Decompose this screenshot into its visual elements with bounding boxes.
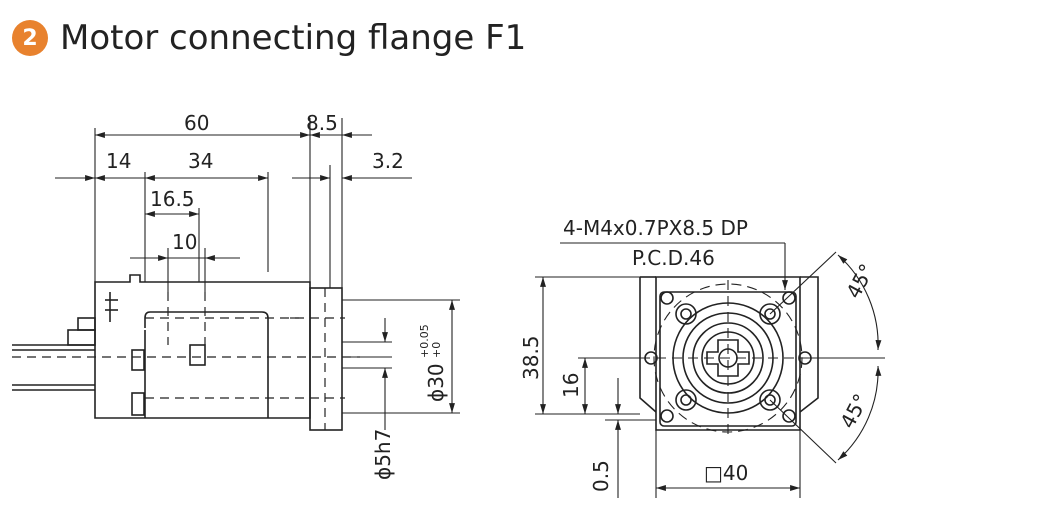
dim-square-40: □40 [704, 461, 748, 485]
dim-10: 10 [172, 230, 197, 254]
dim-16-5: 16.5 [150, 187, 195, 211]
hole-spec-label: 4-M4x0.7PX8.5 DP [563, 216, 748, 240]
side-view-hidden-lines [12, 288, 360, 430]
side-view-extension-lines [94, 118, 460, 414]
dim-38-5: 38.5 [519, 335, 543, 380]
dim-3-2: 3.2 [372, 149, 404, 173]
dim-60: 60 [184, 111, 209, 135]
angle-top-label: 45° [841, 260, 879, 303]
angle-bottom-label: 45° [835, 390, 873, 433]
dim-16: 16 [559, 373, 583, 398]
section-number-badge: 2 [12, 20, 48, 56]
front-view [639, 276, 819, 431]
section-title-text: Motor connecting flange F1 [60, 18, 527, 58]
dim-phi5h7: ϕ5h7 [371, 429, 395, 480]
side-view-dimensions [55, 132, 455, 430]
dim-14: 14 [106, 149, 131, 173]
dim-phi30-tol-lower: +0 [430, 342, 443, 358]
side-view [12, 274, 343, 431]
dim-8-5: 8.5 [306, 111, 338, 135]
pcd-label: P.C.D.46 [632, 246, 715, 270]
front-view-dimensions [535, 242, 885, 498]
dim-0-5: 0.5 [589, 460, 613, 492]
dim-phi30: ϕ30 [424, 363, 448, 402]
dim-phi30-tol-upper: +0.05 [418, 324, 431, 358]
section-title: 2 Motor connecting flange F1 [12, 18, 526, 58]
dim-34: 34 [188, 149, 213, 173]
